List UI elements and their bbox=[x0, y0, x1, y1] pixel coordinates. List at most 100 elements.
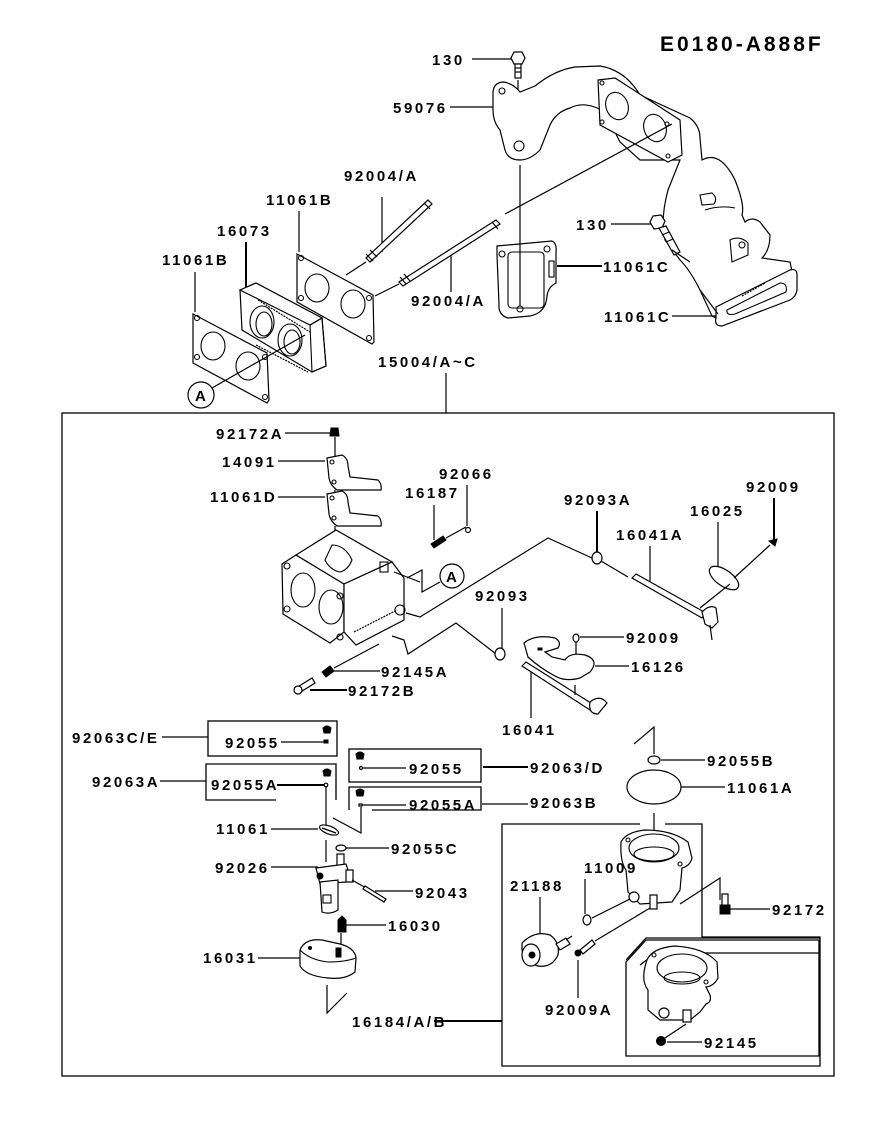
label-11061b-left: 11061B bbox=[162, 252, 229, 269]
label-92055b: 92055B bbox=[707, 753, 775, 770]
label-92026: 92026 bbox=[215, 860, 270, 877]
gasket-11061d: 11061D bbox=[210, 489, 382, 545]
gasket-11009: 11009 bbox=[582, 860, 635, 926]
label-130-top: 130 bbox=[432, 52, 465, 69]
jet-set-92063ce: 92063C/E 92055 bbox=[72, 720, 338, 757]
carburetor-body bbox=[281, 529, 421, 646]
throttle-valve-16126: 16126 bbox=[523, 636, 686, 681]
label-92172a: 92172A bbox=[216, 426, 284, 443]
jet-set-92063d: 92055 92063/D bbox=[348, 748, 602, 783]
o-ring-92055c: 92055C bbox=[335, 841, 459, 858]
label-16126: 16126 bbox=[631, 659, 686, 676]
float-16031: 16031 bbox=[203, 939, 357, 1015]
label-16031: 16031 bbox=[203, 950, 258, 967]
needle-16030: 16030 bbox=[337, 915, 443, 948]
insulator-16073: 16073 bbox=[217, 223, 327, 373]
bracket-14091: 14091 bbox=[222, 454, 382, 500]
label-92093: 92093 bbox=[475, 588, 530, 605]
label-92066: 92066 bbox=[439, 466, 494, 483]
seal-92093: 92093 bbox=[475, 588, 530, 661]
fuel-valve-92026: 92026 bbox=[215, 840, 354, 914]
label-130-side: 130 bbox=[576, 217, 609, 234]
label-16041: 16041 bbox=[502, 722, 557, 739]
carburetor-assembly-frame bbox=[61, 412, 835, 1077]
intake-manifold-59076: 59076 bbox=[393, 65, 796, 321]
stud-92004a-lower: 92004/A bbox=[374, 123, 673, 310]
label-21188: 21188 bbox=[510, 878, 564, 895]
float-chamber-variant-inset bbox=[625, 937, 820, 1057]
gasket-11061a: 11061A bbox=[626, 769, 794, 850]
label-jet-92055a-a: 92055A bbox=[211, 777, 279, 794]
spring-92145: 92145 bbox=[656, 1023, 759, 1052]
label-jet-92055a-b: 92055A bbox=[409, 797, 477, 814]
label-92172: 92172 bbox=[772, 902, 827, 919]
jet-box-92063a bbox=[205, 763, 337, 801]
carburetor-assy-15004: 15004/A~C bbox=[378, 354, 478, 413]
marker-a-upper-text: A bbox=[195, 388, 208, 405]
screw-92172a: 92172A bbox=[216, 426, 340, 460]
jet-set-92063a: 92063A 92055A bbox=[92, 763, 337, 828]
jet-set-92063b: 92055A 92063B bbox=[332, 786, 598, 835]
reference-marker-a-lower: A bbox=[406, 563, 465, 594]
bolt-130-side: 130 bbox=[576, 214, 691, 263]
label-92055c: 92055C bbox=[391, 841, 459, 858]
label-11061: 11061 bbox=[216, 821, 270, 838]
label-11061c-right: 11061C bbox=[604, 309, 671, 326]
pilot-screw-16187: 16187 bbox=[405, 485, 467, 549]
label-59076: 59076 bbox=[393, 100, 448, 117]
label-16041a: 16041A bbox=[616, 527, 684, 544]
diagram-code: E0180-A888F bbox=[660, 33, 824, 56]
label-16073: 16073 bbox=[217, 223, 272, 240]
spring-92145a: 92145A bbox=[321, 643, 449, 681]
label-92063b: 92063B bbox=[530, 795, 598, 812]
label-92043: 92043 bbox=[415, 885, 470, 902]
jet-box-92063ce bbox=[207, 720, 338, 757]
label-11061a: 11061A bbox=[727, 780, 794, 797]
float-chamber-16184: 16184/A/B bbox=[352, 829, 721, 1031]
label-11061c-left: 11061C bbox=[603, 259, 670, 276]
label-16030: 16030 bbox=[388, 918, 443, 935]
label-92009-throttle: 92009 bbox=[626, 630, 681, 647]
pin-92043: 92043 bbox=[351, 879, 470, 903]
gasket-11061b-right: 11061B bbox=[266, 192, 375, 345]
marker-a-lower-text: A bbox=[446, 569, 459, 586]
label-16025: 16025 bbox=[690, 503, 745, 520]
gasket-11061c-right: 11061C bbox=[604, 268, 798, 327]
label-92004a-upper: 92004/A bbox=[344, 168, 419, 185]
leader-to-92093a bbox=[405, 537, 593, 618]
choke-valve-16025: 16025 bbox=[690, 503, 771, 609]
label-92145a: 92145A bbox=[381, 664, 449, 681]
label-16184: 16184/A/B bbox=[352, 1014, 447, 1031]
float-chamber-frame bbox=[501, 823, 821, 1067]
screw-92172: 92172 bbox=[719, 893, 827, 919]
seal-92093a: 92093A bbox=[564, 492, 630, 578]
throttle-shaft-16041: 16041 bbox=[502, 661, 608, 739]
label-15004: 15004/A~C bbox=[378, 354, 478, 371]
choke-shaft-16041a: 16041A bbox=[616, 527, 719, 641]
bolt-icon bbox=[510, 51, 526, 79]
label-11061b-right: 11061B bbox=[266, 192, 333, 209]
label-92009a: 92009A bbox=[545, 1002, 613, 1019]
label-92063ce: 92063C/E bbox=[72, 730, 160, 747]
label-14091: 14091 bbox=[222, 454, 277, 471]
solenoid-21188: 21188 bbox=[510, 878, 573, 967]
gasket-11061b-left: 11061B bbox=[162, 252, 270, 404]
label-92145: 92145 bbox=[704, 1035, 759, 1052]
stud-92004a-upper: 92004/A bbox=[344, 168, 433, 276]
label-92172b: 92172B bbox=[348, 683, 416, 700]
screw-92009-throttle: 92009 bbox=[572, 630, 681, 668]
o-ring-92066: 92066 bbox=[439, 466, 494, 534]
jet-92055b: 92055B bbox=[633, 725, 775, 770]
jet-box-92063b bbox=[348, 786, 482, 811]
gasket-11061c-left: 11061C bbox=[496, 165, 670, 319]
screw-92009-choke: 92009 bbox=[746, 479, 798, 547]
reference-marker-a-upper: A bbox=[187, 334, 306, 409]
label-11061d: 11061D bbox=[210, 489, 277, 506]
label-92004a-lower: 92004/A bbox=[411, 293, 486, 310]
label-jet-92055-a: 92055 bbox=[225, 735, 280, 752]
gasket-11061: 11061 bbox=[216, 821, 340, 838]
label-92063a: 92063A bbox=[92, 774, 160, 791]
label-jet-92055-b: 92055 bbox=[409, 761, 464, 778]
screw-92009a: 92009A bbox=[545, 907, 651, 1019]
